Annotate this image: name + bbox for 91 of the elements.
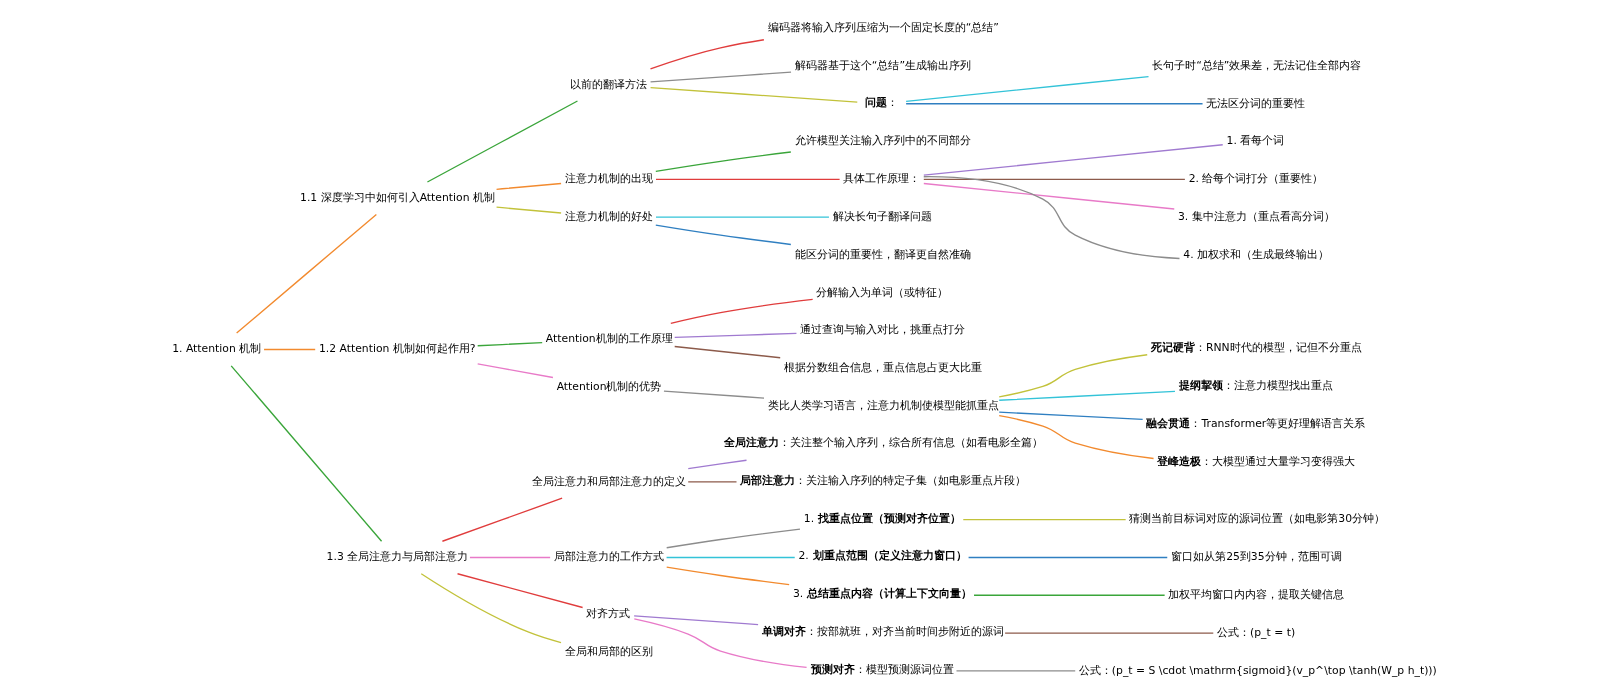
connector [905, 76, 1150, 102]
connector [633, 615, 759, 626]
connector [649, 87, 858, 103]
node-text: 提纲挈领：注意力模型找出重点 [1178, 379, 1333, 393]
node-text: 注意力机制的好处 [564, 209, 653, 223]
node-text: 问题： [864, 95, 899, 109]
node-text: 编码器将输入序列压缩为一个固定长度的“总结” [767, 20, 999, 34]
connector [998, 414, 1155, 460]
connector [674, 345, 781, 359]
node-text: 以前的翻译方法 [570, 77, 648, 91]
node-text: 4. 加权求和（生成最终输出） [1183, 247, 1330, 261]
connector [923, 182, 1175, 210]
connector [655, 151, 792, 173]
connector [420, 573, 562, 644]
node-text: 窗口如从第25到35分钟，范围可调 [1171, 550, 1342, 564]
node-text: Attention机制的工作原理 [545, 332, 673, 346]
connector [687, 481, 738, 483]
node-text: 局部注意力的工作方式 [553, 550, 664, 564]
node-text: 解决长句子翻译问题 [832, 209, 932, 223]
connector [973, 594, 1166, 596]
connector [655, 216, 830, 218]
node-text: 全局注意力和局部注意力的定义 [532, 474, 687, 488]
connector [495, 206, 562, 214]
node-text: 根据分数组合信息，重点信息占更大比重 [783, 361, 982, 375]
node-text: 2. 划重点范围（定义注意力窗口） [798, 549, 967, 563]
node-text: 3. 集中注意力（重点看高分词） [1177, 209, 1335, 223]
connector [665, 556, 796, 559]
connector [426, 100, 579, 183]
connector [998, 390, 1176, 401]
node-text: 2. 给每个词打分（重要性） [1188, 172, 1324, 186]
node-text: 解码器基于这个“总结”生成输出序列 [794, 58, 971, 72]
connector [235, 213, 378, 334]
connector [263, 348, 316, 351]
connector [923, 178, 1186, 180]
node-text: 无法区分词的重要性 [1206, 96, 1306, 110]
connector [633, 618, 808, 669]
connector [441, 497, 563, 542]
connector [962, 519, 1127, 521]
node-text: 局部注意力：关注输入序列的特定子集（如电影重点片段） [740, 473, 1027, 487]
connector [655, 224, 792, 246]
node-text: 公式：(p_t = t) [1217, 625, 1296, 639]
node-text: 允许模型关注输入序列中的不同部分 [794, 134, 971, 148]
connector [649, 71, 792, 83]
connector [998, 354, 1148, 398]
connector [495, 182, 562, 190]
node-text: 1.1 深度学习中如何引入Attention 机制 [300, 191, 495, 205]
node-text: 预测对齐：模型预测源词位置 [810, 662, 954, 676]
connector [1004, 632, 1214, 634]
connector [955, 670, 1076, 672]
node-text: 全局和局部的区别 [564, 644, 653, 658]
connector [666, 528, 801, 549]
node-text: 通过查询与输入对比，挑重点打分 [800, 323, 966, 337]
node-text: 登峰造极：大模型通过大量学习变得强大 [1157, 454, 1356, 468]
connector [477, 363, 554, 379]
node-text: 死记硬背：RNN时代的模型，记但不分重点 [1150, 341, 1362, 355]
node-text: 3. 总结重点内容（计算上下文向量） [793, 587, 973, 601]
node-text: 1. Attention 机制 [172, 342, 262, 356]
node-text: 类比人类学习语言，注意力机制使模型能抓重点 [767, 399, 999, 413]
connector [655, 178, 841, 180]
connector [456, 573, 584, 609]
connector [663, 390, 765, 399]
node-text: 对齐方式 [586, 606, 631, 620]
node-text: 单调对齐：按部就班，对齐当前时间步附近的源词 [761, 625, 1005, 638]
node-text: 1. 看每个词 [1226, 134, 1285, 148]
node-text: 全局注意力：关注整个输入序列，综合所有信息（如看电影全篇） [724, 435, 1044, 449]
node-text: 注意力机制的出现 [564, 172, 653, 186]
node-text: 加权平均窗口内内容，提取关键信息 [1168, 588, 1345, 602]
connector [967, 556, 1168, 559]
node-text: 1.3 全局注意力与局部注意力 [326, 550, 469, 564]
connector [670, 298, 814, 324]
connector [923, 144, 1224, 176]
connector [998, 411, 1144, 421]
connector [687, 459, 748, 470]
node-text: 猜测当前目标词对应的源词位置（如电影第30分钟） [1129, 512, 1386, 526]
node-text: 1. 找重点位置（预测对齐位置） [803, 511, 962, 525]
connector [230, 365, 383, 542]
node-text: 具体工作原理： [843, 172, 921, 186]
connector [477, 342, 543, 347]
connector [905, 103, 1204, 105]
node-text: Attention机制的优势 [556, 380, 662, 394]
connector [674, 332, 798, 339]
node-text: 能区分词的重要性，翻译更自然准确 [794, 247, 971, 261]
connector [923, 176, 1181, 260]
node-text: 1.2 Attention 机制如何起作用? [318, 342, 476, 356]
connector [649, 39, 765, 70]
node-text: 融会贯通：Transformer等更好理解语言关系 [1146, 417, 1366, 431]
connector [666, 566, 790, 586]
node-text: 分解输入为单词（或特征） [816, 285, 949, 299]
node-text: 公式：(p_t = S \cdot \mathrm{sigmoid}(v_p^\top \tanh(W_p h_t))) [1078, 663, 1437, 677]
node-text: 长句子时“总结”效果差，无法记住全部内容 [1152, 58, 1362, 72]
connector [469, 556, 551, 559]
